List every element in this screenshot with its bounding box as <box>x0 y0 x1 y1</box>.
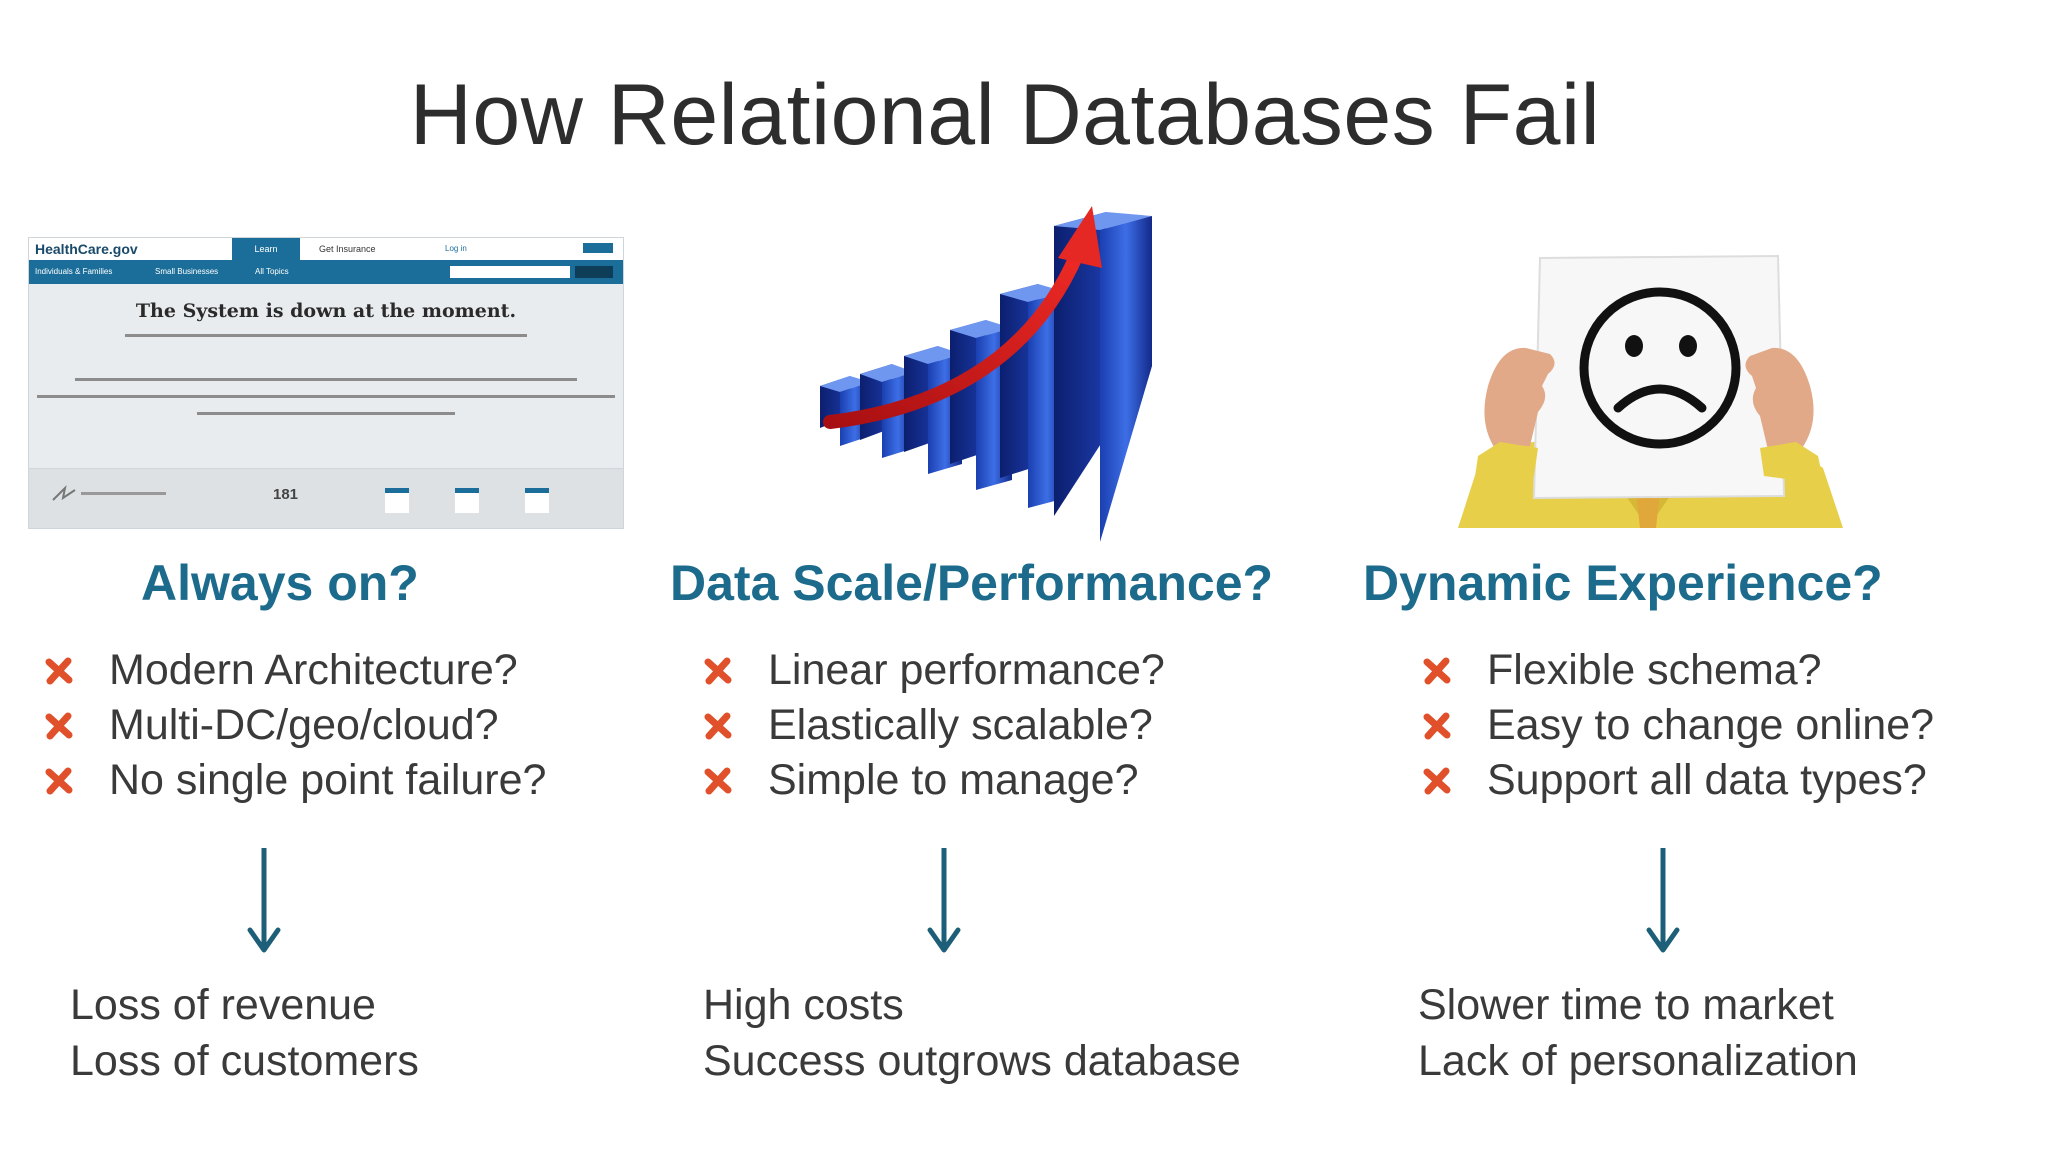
list-item: Flexible schema? <box>1422 643 1934 698</box>
column-heading-always-on: Always on? <box>141 555 419 611</box>
x-mark-icon <box>704 712 732 740</box>
calendar-icon <box>525 488 549 513</box>
x-mark-icon <box>704 767 732 795</box>
arrow-down-icon <box>927 848 961 953</box>
calendar-icon <box>455 488 479 513</box>
outcomes-dynamic-experience: Slower time to market Lack of personaliz… <box>1418 977 1858 1089</box>
list-item: Multi-DC/geo/cloud? <box>44 698 546 753</box>
tab-get-insurance: Get Insurance <box>319 244 376 254</box>
hhs-logo-icon <box>52 484 166 501</box>
tab-learn: Learn <box>232 238 300 260</box>
healthcare-logo: HealthCare.gov <box>35 241 138 257</box>
outage-message: The System is down at the moment. <box>135 300 517 322</box>
website-down-screenshot: HealthCare.gov Learn Get Insurance Log i… <box>28 237 624 529</box>
bullet-list-data-scale: Linear performance? Elastically scalable… <box>703 643 1165 808</box>
bullet-list-always-on: Modern Architecture? Multi-DC/geo/cloud?… <box>44 643 546 808</box>
outcome-item: Lack of personalization <box>1418 1037 1858 1085</box>
list-item: Simple to manage? <box>703 753 1165 808</box>
x-mark-icon <box>45 767 73 795</box>
bullet-list-dynamic-experience: Flexible schema? Easy to change online? … <box>1422 643 1934 808</box>
column-heading-dynamic-experience: Dynamic Experience? <box>1363 555 1883 611</box>
list-item: Support all data types? <box>1422 753 1934 808</box>
x-mark-icon <box>45 657 73 685</box>
outcome-item: Loss of customers <box>70 1037 419 1085</box>
list-item: Modern Architecture? <box>44 643 546 698</box>
outcome-item: Loss of revenue <box>70 981 376 1029</box>
list-item: Elastically scalable? <box>703 698 1165 753</box>
outcome-item: Success outgrows database <box>703 1037 1241 1085</box>
arrow-down-icon <box>247 848 281 953</box>
days-count: 181 <box>273 486 299 503</box>
x-mark-icon <box>1423 657 1451 685</box>
x-mark-icon <box>1423 767 1451 795</box>
arrow-down-icon <box>1646 848 1680 953</box>
x-mark-icon <box>1423 712 1451 740</box>
x-mark-icon <box>704 657 732 685</box>
site-nav: Individuals & Families Small Businesses … <box>29 260 623 284</box>
sad-face-sign-icon <box>1458 254 1843 528</box>
outcome-item: High costs <box>703 981 904 1029</box>
list-item: Easy to change online? <box>1422 698 1934 753</box>
growth-bar-chart-icon <box>820 206 1152 542</box>
list-item: Linear performance? <box>703 643 1165 698</box>
outcomes-data-scale: High costs Success outgrows database <box>703 977 1241 1089</box>
outcome-item: Slower time to market <box>1418 981 1834 1029</box>
login-link: Log in <box>445 244 467 253</box>
column-heading-data-scale: Data Scale/Performance? <box>670 555 1274 611</box>
slide-title: How Relational Databases Fail <box>409 67 1601 163</box>
list-item: No single point failure? <box>44 753 546 808</box>
x-mark-icon <box>45 712 73 740</box>
outcomes-always-on: Loss of revenue Loss of customers <box>70 977 419 1089</box>
calendar-icon <box>385 488 409 513</box>
